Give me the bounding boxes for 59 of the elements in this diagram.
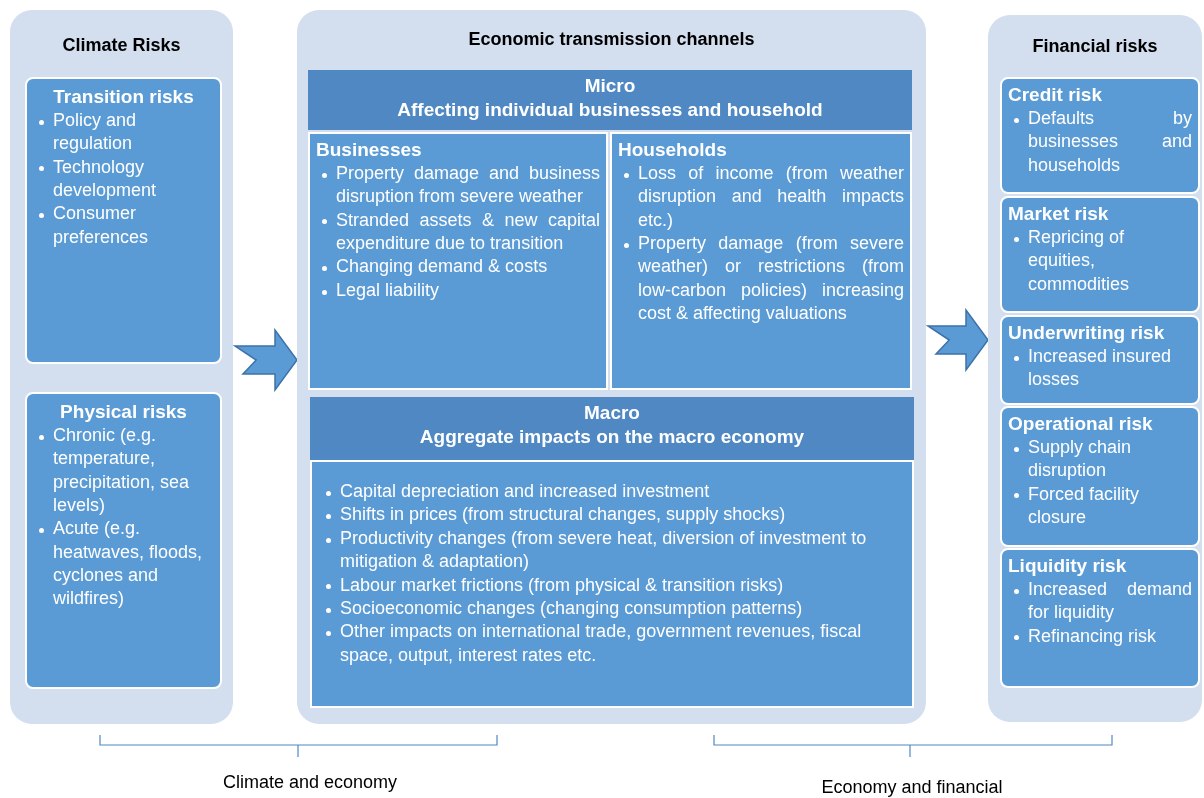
bullet-item: Property damage (from severe weather) or restrictions (from low-carbon policies) increasing cost & affecting valuations — [618, 231, 904, 326]
bullet-item: Increased demand for liquidity — [1008, 577, 1192, 625]
bullet-item: Increased insured losses — [1008, 344, 1192, 392]
heading: Households — [618, 138, 728, 162]
bullet-item: Repricing of equities, commodities — [1008, 225, 1192, 296]
group-panel — [10, 10, 233, 724]
bullet-item: Loss of income (from weather disruption and health impacts etc.) — [618, 161, 904, 232]
bullet-item: Chronic (e.g. temperature, precipitation, sea levels) — [33, 423, 214, 518]
heading: Macro — [583, 401, 641, 425]
bullet-item: Refinancing risk — [1008, 624, 1192, 648]
heading: Affecting individual businesses and household — [396, 97, 824, 122]
heading: Market risk — [1008, 202, 1110, 226]
risk-card — [1000, 315, 1200, 405]
heading: Economic transmission channels — [467, 28, 756, 51]
risk-card — [25, 392, 222, 689]
bullet-item: Capital depreciation and increased investment — [320, 480, 904, 504]
risk-card — [25, 77, 222, 364]
risk-card — [1000, 77, 1200, 194]
bullet-item: Labour market frictions (from physical & transition risks) — [320, 573, 904, 597]
heading: Underwriting risk — [1008, 321, 1166, 345]
risk-card — [308, 132, 608, 390]
group-panel — [297, 10, 926, 724]
block-arrow — [925, 307, 989, 373]
bullet-item: Supply chain disruption — [1008, 435, 1192, 483]
bullet-item: Technology development — [33, 155, 214, 203]
risk-card — [610, 132, 912, 390]
bullet-item: Property damage and business disruption from severe weather — [316, 161, 600, 209]
heading: Liquidity risk — [1008, 554, 1128, 578]
bullet-item: Consumer preferences — [33, 202, 214, 250]
heading: Physical risks — [59, 400, 188, 424]
risk-card — [1000, 406, 1200, 547]
heading: Micro — [583, 74, 637, 98]
heading: Transition risks — [52, 85, 195, 109]
bullet-item: Socioeconomic changes (changing consumption patterns) — [320, 596, 904, 621]
risk-card — [1000, 196, 1200, 313]
bullet-item: Legal liability — [316, 278, 600, 303]
heading: Climate Risks — [61, 34, 182, 57]
bullet-item: Acute (e.g. heatwaves, floods, cyclones and wildfires) — [33, 517, 214, 611]
block-arrow — [232, 327, 298, 393]
heading: Credit risk — [1008, 83, 1103, 107]
heading: Financial risks — [1031, 35, 1159, 58]
header-band — [310, 397, 914, 460]
heading: Aggregate impacts on the macro economy — [418, 424, 806, 449]
bullet-item: Defaults by businesses and households — [1008, 106, 1192, 177]
bracket-label: Economy and financial — [821, 777, 1003, 798]
bracket-label: Climate and economy — [222, 772, 398, 793]
bullet-item: Shifts in prices (from structural changes, supply shocks) — [320, 503, 904, 527]
group-panel — [988, 15, 1202, 722]
bullet-item: Productivity changes (from severe heat, diversion of investment to mitigation & adaptation) — [320, 526, 904, 574]
heading: Operational risk — [1008, 412, 1154, 436]
risk-card — [1000, 548, 1200, 688]
bullet-item: Stranded assets & new capital expenditure due to transition — [316, 208, 600, 256]
bullet-item: Changing demand & costs — [316, 255, 600, 279]
header-band — [308, 70, 912, 130]
heading: Businesses — [316, 138, 423, 162]
bullet-item: Forced facility closure — [1008, 482, 1192, 530]
bullet-item: Other impacts on international trade, government revenues, fiscal space, output, interest rates etc. — [320, 620, 904, 668]
bullet-item: Policy and regulation — [33, 108, 214, 156]
risk-card — [310, 460, 914, 708]
